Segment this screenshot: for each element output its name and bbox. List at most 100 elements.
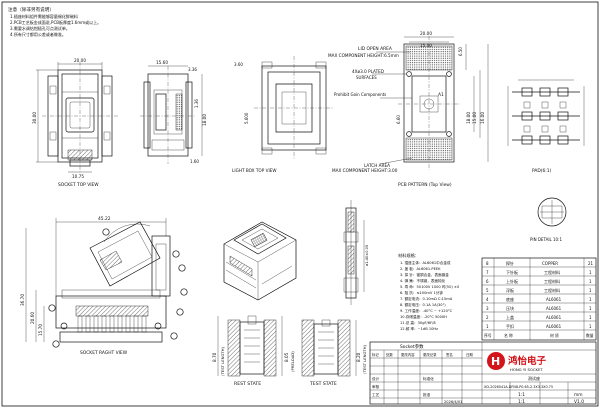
- bom-material: 工程材料: [544, 269, 560, 275]
- dim-label: 3.36: [188, 67, 197, 72]
- bom-no: 8: [486, 261, 489, 266]
- material-line: 5. 寿 命：50100V 1000 时(50) ±0: [400, 284, 460, 289]
- bom-header-qty: 数量: [586, 333, 594, 338]
- rev-label: 日期: [466, 352, 473, 357]
- dim-label: 45.22: [98, 216, 111, 222]
- dim-label: 30.00: [32, 112, 37, 124]
- bom-name: 探针: [506, 260, 514, 266]
- bom-header-material: 材 质: [550, 333, 559, 338]
- callout-plated: 4Xø3.0 PLATED: [352, 69, 384, 74]
- logo-mark: [487, 352, 505, 370]
- pin-array: [77, 315, 147, 333]
- bom-material: AL6061: [546, 297, 562, 302]
- bom-qty: 1: [589, 315, 592, 320]
- dim-label: 5.600: [244, 112, 249, 124]
- pcb-pattern-view: A1 20.00 15.00 6.50 18.00 15.00 16.00 6.…: [328, 31, 489, 188]
- notes-line: 4.所有尺寸都用公差或者做准。: [10, 31, 66, 37]
- view-title: LIGHT BOX TOP VIEW: [232, 168, 276, 173]
- bom-qty: 1: [589, 324, 592, 329]
- dim-label: 6.50: [458, 47, 463, 56]
- scale-value: 1:1: [518, 392, 525, 398]
- dim-label: 15.60: [156, 60, 168, 65]
- version-value: V1.0: [574, 399, 584, 405]
- dim-sub-label: (TEST LENGTH): [362, 345, 367, 374]
- callout-latch-height: MAX COMPONENT HEIGHT:3.00: [332, 168, 398, 173]
- part-number: XD-2026041A-DFN8-P0.65-2.3X3.3X0.75: [484, 385, 553, 389]
- bom-name: 浮板: [506, 287, 514, 293]
- dim-label: ø1.40±0.05: [365, 245, 369, 266]
- bom-qty: 1: [589, 297, 592, 302]
- callout-lid-height: MAX COMPONENT HEIGHT:6.5mm: [328, 53, 399, 58]
- bom-no: 1: [486, 324, 489, 329]
- bom-material: 工程材料: [544, 287, 560, 293]
- dim-label: 8.05: [284, 352, 289, 362]
- dim-sub-label: (PRELOAD): [290, 351, 295, 372]
- bom-header-no: 序号: [484, 333, 492, 338]
- bom-material: AL6061: [546, 315, 562, 320]
- bom-no: 7: [486, 270, 489, 275]
- view-title: TEST STATE: [309, 381, 337, 387]
- material-line: 4. 弹 簧：不锈钢，表面钝化: [400, 278, 446, 283]
- lightbox-top-view: 15.60 3.36 18.00 1.36 1.60 LIGHT BOX TOP…: [140, 60, 276, 173]
- side-section-view: ø1.40±0.05: [343, 200, 369, 305]
- row-process: 工艺: [372, 392, 380, 397]
- row-review: 审核: [372, 384, 380, 389]
- dim-label: 8.20: [356, 352, 361, 362]
- bom-no: 2: [486, 315, 489, 320]
- row-design: 设计: [372, 376, 380, 381]
- rest-state-view: 8.70 (TEST LENGTH) 8.05 (PRELOAD) REST S…: [212, 315, 295, 387]
- bom-material: AL6061: [546, 306, 562, 311]
- material-heading: 材料规格：: [398, 252, 419, 259]
- bom-no: 5: [486, 288, 489, 293]
- spec-title: Socket参数: [400, 343, 424, 350]
- logo-letter: H: [491, 355, 500, 368]
- callout-latch: LATCH AREA: [364, 163, 390, 168]
- dim-label: 6.60: [396, 115, 401, 124]
- bom-no: 6: [486, 279, 489, 284]
- material-line: 1. 插座主体：AL6061中合金成: [400, 260, 451, 265]
- socket-body-top-view: 3.60 5.600: [234, 56, 334, 160]
- dim-label: 15.00: [472, 112, 477, 124]
- bom-qty: 1: [589, 270, 592, 275]
- view-title: PCB PATTERN (Top View): [398, 182, 452, 188]
- bom-material: AL6061: [546, 324, 562, 329]
- material-line: 11.总 高：30gF/6F/8: [400, 320, 436, 325]
- unit-value: mm: [574, 393, 583, 398]
- bom-name: 手扣: [506, 323, 514, 329]
- dim-label: 8.70: [212, 352, 217, 362]
- ratio-value: 1:1: [518, 399, 525, 405]
- callout-prohibit: Prohibit Goin Components: [334, 92, 386, 97]
- bom-header-name: 名 称: [504, 333, 513, 338]
- pin-detail: PIN DETAIL 10:1: [530, 197, 567, 242]
- bom-name: 压块: [506, 305, 514, 311]
- bom-qty: 1: [589, 279, 592, 284]
- material-line: 10.存储温度：-20°C 5000H: [400, 314, 447, 319]
- test-seat-label: 测试座: [528, 375, 540, 381]
- material-line: 9. 工作温度：-40°C ~ +120°C: [400, 308, 453, 313]
- bom-qty: 21: [588, 261, 594, 266]
- notes-line: 1.插座材料组件需能够容量锡化鲜碗料: [10, 13, 78, 19]
- notes-line: 2.PCB工艺板金成面说,PCB板厚度1.6mm或以上。: [10, 19, 101, 25]
- callout-surfaces: SURFACES: [356, 75, 377, 80]
- dim-label: 20.00: [420, 31, 432, 36]
- callout-lid-open: LID OPEN AREA: [358, 46, 392, 52]
- rev-label: 更改内容: [401, 352, 415, 357]
- title-block: Socket参数 H 鸿怡电子 HONG YI SOCKET 测试座 XD-20…: [369, 341, 597, 405]
- dim-label: 15.70: [38, 324, 43, 336]
- a1-label: A1: [438, 92, 444, 98]
- company-name-cn: 鸿怡电子: [507, 355, 547, 367]
- row-standard: 标准化: [423, 376, 434, 381]
- dim-label: 36.70: [20, 294, 25, 306]
- bom-qty: 1: [589, 306, 592, 311]
- pad-detail-view: PAD(6:1): [507, 79, 585, 174]
- company-logo: H 鸿怡电子 HONG YI SOCKET: [487, 352, 547, 372]
- date-value: 2026/4/01: [444, 400, 462, 404]
- dim-label: 3.60: [234, 62, 243, 67]
- rev-label: 标记: [372, 352, 379, 357]
- bom-no: 3: [486, 306, 489, 311]
- material-line: 2. 盖 板：AL6061-PEEK: [400, 266, 441, 271]
- material-line: 7. 额定电流：0.10mΩ C:15mA: [400, 296, 453, 301]
- dim-label: 16.00: [480, 112, 485, 124]
- dim-sub-label: (TEST LENGTH): [220, 347, 225, 376]
